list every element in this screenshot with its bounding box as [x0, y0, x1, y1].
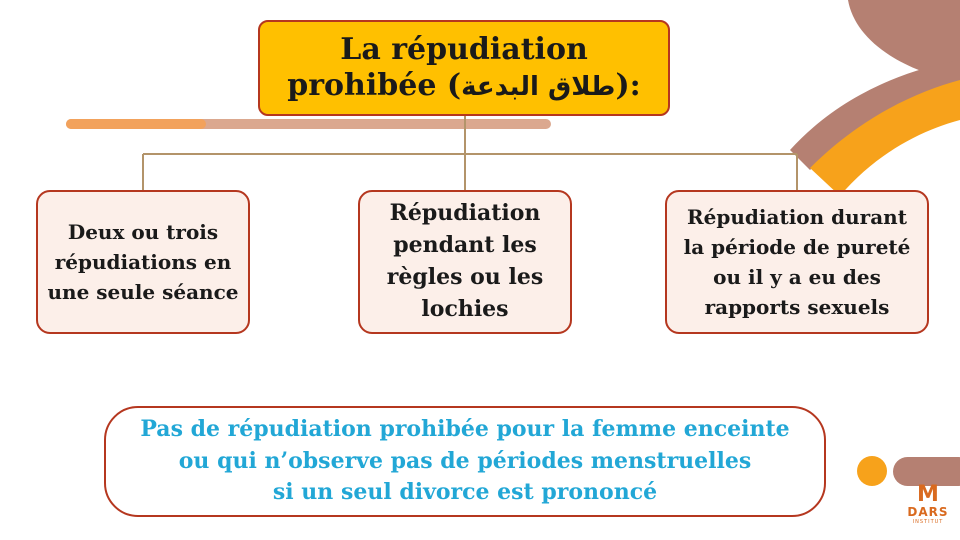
- note-line-2: ou qui n’observe pas de périodes menstru…: [178, 447, 752, 474]
- branch-2-text: Répudiation pendant les règles ou les lo…: [386, 200, 544, 322]
- decorative-brown-arc: [848, 0, 960, 82]
- title-box: La répudiation prohibée (طلاق البدعة):: [258, 20, 670, 116]
- title-line-2-prefix: prohibée (: [287, 68, 462, 103]
- title-line-2: prohibée (طلاق البدعة):: [287, 68, 640, 104]
- branch-3-text: Répudiation durant la période de pureté …: [683, 205, 911, 319]
- title-underline-accent: [66, 119, 206, 129]
- note-box: Pas de répudiation prohibée pour la femm…: [104, 406, 826, 517]
- decorative-brown-pill: [893, 457, 960, 486]
- title-arabic-term: طلاق البدعة: [461, 72, 616, 102]
- decorative-orange-band: [810, 80, 960, 196]
- branch-box-during-purity: Répudiation durant la période de pureté …: [665, 190, 929, 334]
- dars-logo: M DARS INSTITUT: [906, 484, 950, 536]
- logo-word: DARS: [907, 505, 949, 519]
- branch-1-text: Deux ou trois répudiations en une seule …: [47, 220, 239, 304]
- note-line-1: Pas de répudiation prohibée pour la femm…: [140, 415, 790, 442]
- decorative-orange-dot: [857, 456, 887, 486]
- note-line-3: si un seul divorce est prononcé: [272, 479, 658, 506]
- logo-mark-icon: M: [917, 482, 939, 507]
- branch-box-during-menses: Répudiation pendant les règles ou les lo…: [358, 190, 572, 334]
- title-line-2-suffix: ):: [615, 68, 641, 103]
- decorative-brown-band: [790, 60, 960, 170]
- logo-subtitle: INSTITUT: [912, 519, 944, 525]
- branch-box-multiple-repudiations: Deux ou trois répudiations en une seule …: [36, 190, 250, 334]
- tree-connectors: [142, 116, 798, 190]
- title-line-1: La répudiation: [340, 32, 588, 67]
